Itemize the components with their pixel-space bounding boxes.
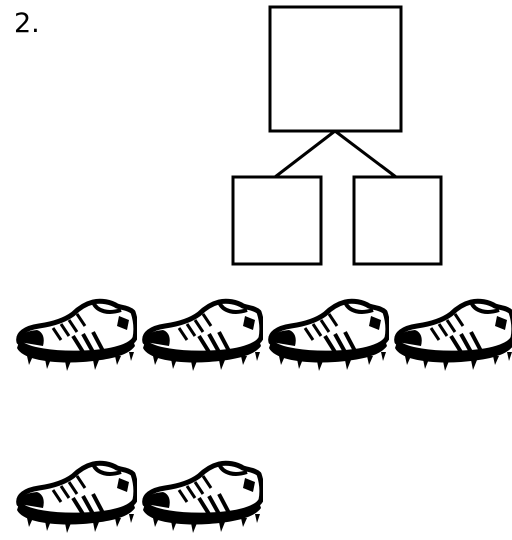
soccer-cleat-icon [139,460,263,540]
part-left-box[interactable] [231,175,323,266]
connector-left [274,129,336,179]
soccer-cleat-icon [13,298,137,378]
whole-box[interactable] [268,5,403,133]
part-right-box[interactable] [352,175,443,266]
cleat-row-1 [13,298,512,378]
cleat-row-2 [13,460,263,540]
soccer-cleat-icon [391,298,512,378]
soccer-cleat-icon [13,460,137,540]
problem-number: 2. [14,8,40,39]
soccer-cleat-icon [139,298,263,378]
soccer-cleat-icon [265,298,389,378]
connector-right [334,129,397,179]
